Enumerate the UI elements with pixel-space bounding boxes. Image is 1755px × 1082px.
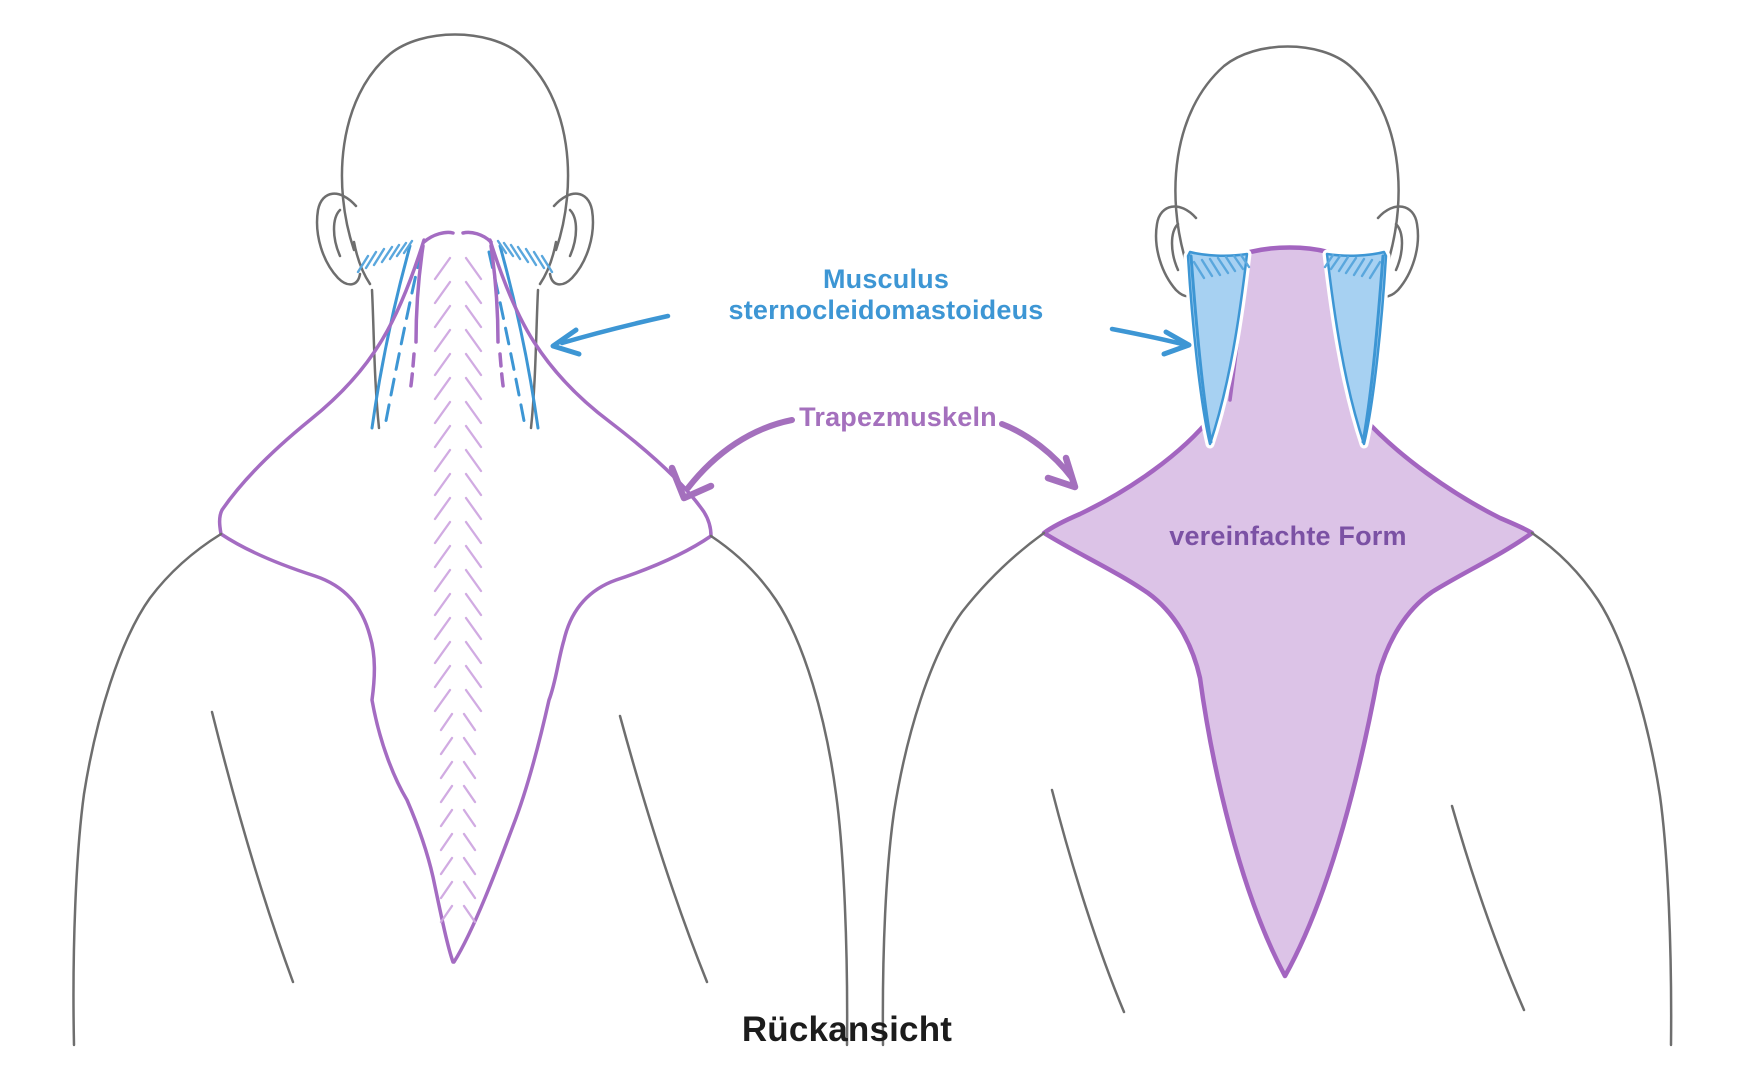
scm-arrow-right	[1109, 326, 1192, 357]
trapezius-arrow-left	[668, 417, 795, 502]
simplified-form-label: vereinfachte Form	[1169, 521, 1407, 551]
scm-label-line2: sternocleidomastoideus	[728, 295, 1044, 325]
left-figure-neck-lines	[370, 288, 381, 430]
trapezius-label: Trapezmuskeln	[799, 402, 997, 432]
scm-label-line1: Musculus	[822, 264, 950, 294]
trapezius-arrow-right	[999, 421, 1079, 491]
left-figure-trapezius-outline	[217, 230, 713, 964]
left-figure-left-ear	[315, 192, 362, 286]
scm-arrow-left	[550, 313, 671, 357]
left-figure-scm-hatching	[356, 239, 414, 274]
left-figure-head-outline	[315, 33, 595, 430]
scm-label: Musculus sternocleidomastoideus	[686, 264, 1086, 326]
right-figure-scm-filled	[1183, 247, 1391, 449]
left-figure-detailed	[72, 33, 849, 1047]
left-figure-right-ear	[548, 192, 595, 286]
left-figure-scm-muscle	[356, 239, 554, 430]
diagram-title: Rückansicht	[741, 1010, 953, 1049]
left-figure-body-outline	[72, 532, 849, 1047]
left-figure-spine-fibers	[433, 256, 483, 924]
right-figure-trapezius-filled	[1041, 245, 1535, 979]
right-figure-simplified	[881, 45, 1673, 1047]
right-figure-body-outline	[881, 531, 1673, 1047]
